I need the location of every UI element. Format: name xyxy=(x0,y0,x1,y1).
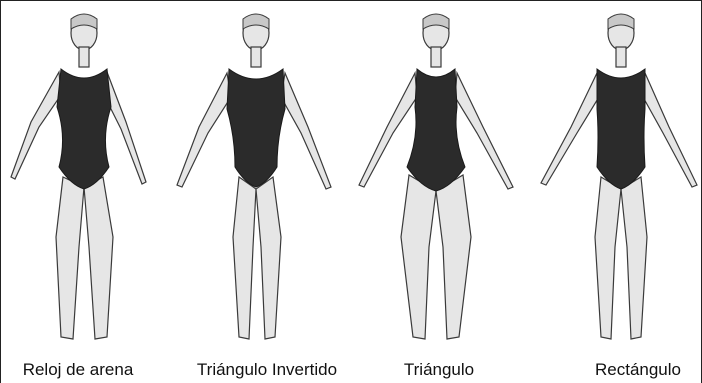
label-triangle: Triángulo xyxy=(354,359,524,381)
label-hourglass: Reloj de arena xyxy=(0,359,163,381)
rectangle-figure xyxy=(531,7,701,357)
triangle-figure xyxy=(353,7,523,357)
label-inverted-triangle: Triángulo Invertido xyxy=(182,359,352,381)
inverted-triangle-figure xyxy=(173,7,343,357)
label-rectangle: Rectángulo xyxy=(553,359,702,381)
hourglass-figure xyxy=(1,7,171,357)
